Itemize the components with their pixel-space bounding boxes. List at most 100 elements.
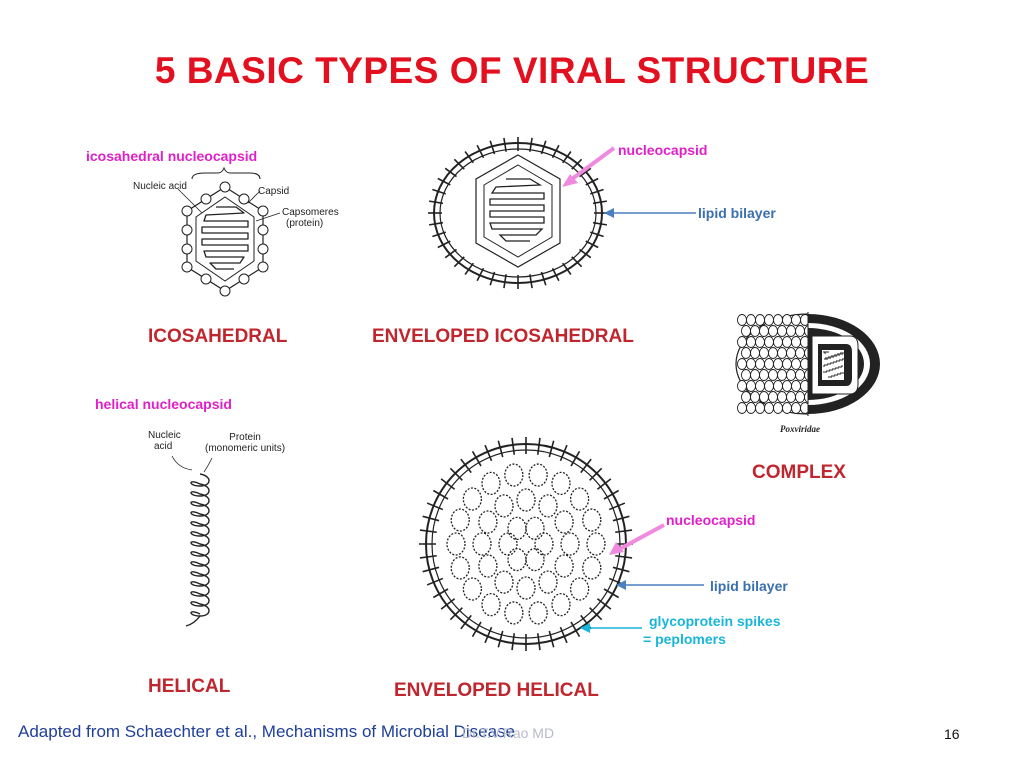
nucleocapsid-coil: [586, 532, 606, 556]
surface-tubule: [737, 358, 747, 370]
glycoprotein-spike: [419, 529, 437, 534]
core-granule: [832, 362, 834, 364]
surface-tubule: [800, 314, 808, 326]
page-number: 16: [944, 726, 960, 742]
glycoprotein-spike: [570, 450, 581, 467]
envelope-spike: [489, 271, 496, 286]
surface-tubule: [804, 325, 808, 337]
glycoprotein-spike: [422, 515, 440, 522]
envelope-spike: [464, 151, 474, 164]
nucleocapsid-coil: [560, 532, 580, 556]
helical-caption: helical nucleocapsid: [95, 396, 232, 412]
surface-tubule: [750, 391, 760, 403]
poxviridae-label: Poxviridae: [780, 424, 820, 434]
surface-tubule: [750, 347, 760, 359]
glycoprotein-spike: [615, 529, 633, 534]
nucleocapsid-coil: [528, 463, 548, 487]
surface-tubule: [755, 402, 765, 414]
core-granule: [823, 371, 825, 373]
nucleocapsid-coil: [446, 532, 466, 556]
nucleocapsid-coil: [525, 547, 545, 572]
core-granule: [838, 354, 840, 356]
core-granule: [826, 358, 828, 360]
surface-tubule: [746, 336, 756, 348]
surface-tubule: [737, 380, 747, 392]
surface-tubule: [773, 402, 783, 414]
envelope-spike: [551, 144, 560, 159]
glycoprotein-spike: [603, 489, 620, 500]
surface-tubule: [791, 336, 801, 348]
envelope-spike: [476, 144, 485, 159]
glycoprotein-spike: [432, 588, 449, 599]
nucleocapsid-coil: [516, 576, 536, 600]
surface-tubule: [791, 358, 801, 370]
glycoprotein-spike: [608, 502, 626, 511]
surface-tubule: [737, 336, 747, 348]
envelope-spike: [562, 262, 572, 275]
capsomeres-line2: (protein): [286, 218, 324, 229]
source-citation: Adapted from Schaechter et al., Mechanis…: [18, 722, 516, 741]
core-granule: [829, 357, 831, 359]
icosahedral-diagram: [177, 166, 281, 297]
surface-tubule: [737, 402, 747, 414]
nucleocapsid-coil: [582, 508, 602, 532]
envelope-spike: [464, 262, 474, 275]
surface-tubule: [777, 369, 787, 381]
capsid-label: Capsid: [258, 186, 290, 197]
surface-tubule: [804, 391, 808, 403]
nucleocapsid-coil: [462, 487, 483, 511]
surface-tubule: [755, 336, 765, 348]
nucleocapsid-coil: [481, 592, 501, 617]
nucleocapsid-coil: [481, 471, 501, 496]
glycoprotein-spike: [511, 633, 516, 651]
helical-nucleic-line2: acid: [154, 441, 173, 452]
helical-nucleic-acid-label: Nucleic acid: [148, 430, 181, 452]
nucleocapsid-coil: [478, 554, 498, 578]
core-granule: [838, 360, 840, 362]
glycoprotein-spike: [484, 626, 493, 644]
surface-tubule: [768, 369, 778, 381]
core-granule: [823, 365, 825, 367]
nucleocapsid-coil: [551, 471, 571, 496]
surface-tubule: [782, 380, 792, 392]
glycoprotein-spike: [589, 467, 603, 481]
glycoprotein-spike: [460, 458, 472, 474]
surface-tubule: [746, 358, 756, 370]
nucleocapsid-coil: [569, 487, 590, 511]
complex-poxvirus-diagram: [735, 312, 880, 416]
core-granule: [826, 364, 828, 366]
core-granule: [828, 370, 830, 372]
core-granule: [837, 367, 839, 369]
surface-tubule: [768, 347, 778, 359]
glycoprotein-spike: [440, 598, 456, 610]
glycoprotein-spike: [596, 478, 612, 490]
glycoprotein-spike: [449, 607, 463, 621]
helical-protein-line1: Protein: [229, 432, 261, 443]
surface-tubule: [755, 380, 765, 392]
glycoprotein-spike: [548, 440, 555, 458]
core-granule: [832, 356, 834, 358]
helical-protein-line2: (monomeric units): [205, 443, 286, 454]
surface-tubule: [759, 391, 769, 403]
surface-tubule: [800, 336, 808, 348]
envelope-spike: [585, 240, 599, 249]
envelope-spike: [437, 240, 451, 249]
nucleocapsid-coil: [507, 516, 527, 541]
nucleocapsid-coil: [450, 508, 470, 532]
core-granule: [828, 376, 830, 378]
envelope-spike: [585, 177, 599, 186]
envelope-spike: [476, 267, 485, 282]
glycoprotein-spike: [559, 626, 568, 644]
enveloped-helical-arrows: [580, 523, 704, 633]
spikes-line1: glycoprotein spikes: [649, 613, 781, 629]
surface-tubule: [795, 325, 805, 337]
core-granule: [824, 352, 826, 354]
glycoprotein-spike: [536, 633, 541, 651]
nucleocapsid-coil: [507, 547, 527, 572]
glycoprotein-spike: [615, 554, 633, 559]
env-ico-nucleocapsid-label: nucleocapsid: [618, 142, 708, 158]
envelope-spike: [529, 274, 533, 289]
envelope-spike: [503, 137, 507, 152]
surface-tubule: [782, 358, 792, 370]
surface-tubule: [773, 358, 783, 370]
